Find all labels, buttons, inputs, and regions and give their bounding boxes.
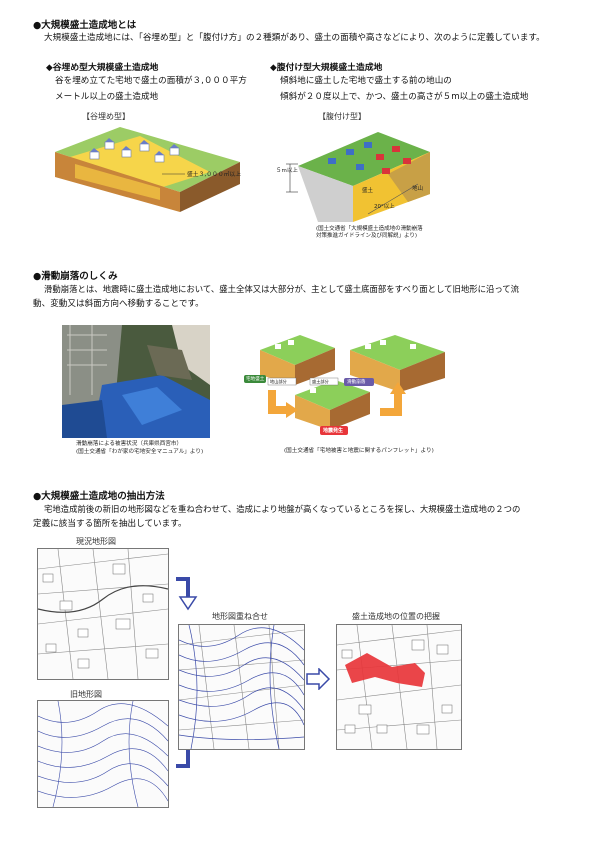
section3-body-2: 定義に該当する箇所を抽出しています。 (33, 519, 187, 529)
slope-fill-source-1: (国土交通省「大規模盛土造成地の滑動崩落 (316, 226, 423, 232)
valley-fill-diagram (55, 127, 240, 212)
slope-fill-angle-label: 20°以上 (374, 204, 395, 210)
section1-heading: ●大規模盛土造成地とは (33, 20, 137, 31)
valley-fill-figure-label: 【谷埋め型】 (82, 112, 130, 121)
section2-heading: ●滑動崩落のしくみ (33, 271, 118, 282)
label-fill-part: 盛土部分 (312, 379, 329, 384)
slope-fill-ground-label: 地山 (412, 186, 424, 192)
landslide-damage-photo (62, 325, 210, 438)
photo-caption-1: 滑動崩落による被害状況（兵庫県西宮市） (76, 441, 183, 447)
label-landslide: 滑動崩落 (347, 380, 366, 385)
overlay-topographic-map (178, 624, 305, 750)
label-fill: 宅地盛土 (246, 377, 265, 382)
diagram-source: (国土交通省「宅地被害と地震に関するパンフレット」より) (284, 448, 434, 454)
landslide-mechanism-diagram (244, 335, 445, 435)
label-earthquake: 地震発生 (323, 428, 344, 434)
slope-fill-source-2: 対策推進ガイドライン及び同解説」より) (316, 233, 418, 239)
overlay-map-label: 地形図重ね合せ (212, 612, 268, 621)
slope-fill-body-2: 傾斜が２０度以上で、かつ、盛土の高さが５m以上の盛土造成地 (280, 92, 529, 102)
valley-fill-area-annotation: 盛土３,０００㎡以上 (187, 172, 242, 178)
slope-fill-fill-label: 盛土 (362, 188, 374, 194)
section1-body: 大規模盛土造成地には、「谷埋め型」と「腹付け方」の２種類があり、盛土の面積や高さ… (44, 33, 545, 43)
current-map-label: 現況地形図 (76, 537, 116, 546)
current-topographic-map (37, 548, 169, 680)
slope-fill-diagram (286, 132, 430, 222)
arrow-current-to-overlay-icon (176, 577, 198, 611)
section2-body-1: 滑動崩落とは、地震時に盛土造成地において、盛土全体又は大部分が、主として盛土底面… (44, 284, 520, 294)
arrow-overlay-to-result-icon (306, 668, 331, 690)
slope-fill-body-1: 傾斜地に盛土した宅地で盛土する前の地山の (280, 76, 452, 86)
valley-fill-heading: ◆谷埋め型大規模盛土造成地 (46, 63, 159, 73)
result-map-label: 盛土造成地の位置の把握 (352, 612, 440, 621)
fill-site-location-map (336, 624, 462, 750)
slope-fill-figure-label: 【腹付け型】 (318, 112, 366, 121)
photo-caption-2: (国土交通省「わが家の宅地安全マニュアル」より) (76, 449, 204, 455)
section2-body-2: 動、変動又は斜面方向へ移動することです。 (33, 299, 204, 309)
valley-fill-body-2: メートル以上の盛土造成地 (55, 92, 159, 102)
section3-heading: ●大規模盛土造成地の抽出方法 (33, 491, 165, 502)
section3-body-1: 宅地造成前後の新旧の地形図などを重ね合わせて、造成により地盤が高くなっているとこ… (44, 504, 521, 514)
slope-fill-heading: ◆腹付け型大規模盛土造成地 (270, 63, 383, 73)
old-topographic-map (37, 700, 169, 808)
valley-fill-body-1: 谷を埋め立てた宅地で盛土の面積が３,０００平方 (55, 76, 247, 86)
label-ground-part: 地山部分 (270, 379, 287, 384)
old-map-label: 旧地形図 (70, 690, 102, 699)
slope-fill-height-label: ５m以上 (276, 168, 298, 174)
